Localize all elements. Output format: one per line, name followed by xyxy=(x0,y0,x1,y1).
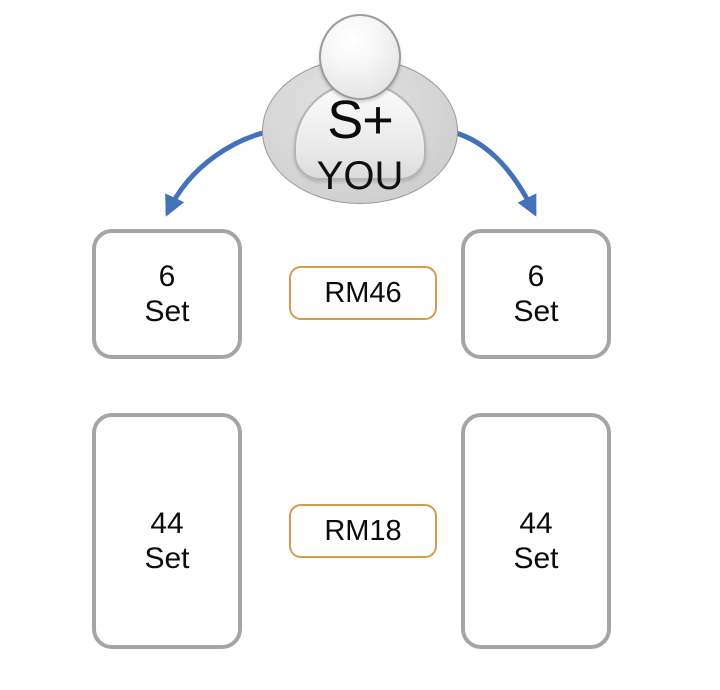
set-box-content: 44 Set xyxy=(513,506,558,577)
avatar-initials: S+ xyxy=(327,90,394,150)
set-box-unit: Set xyxy=(513,295,559,328)
set-box-top-left: 6 Set xyxy=(92,229,242,359)
avatar-label: YOU xyxy=(316,154,404,198)
avatar-head-icon xyxy=(319,14,401,100)
set-box-unit: Set xyxy=(513,542,559,575)
set-box-unit: Set xyxy=(144,295,190,328)
set-box-bottom-right: 44 Set xyxy=(461,413,611,649)
set-box-quantity: 6 xyxy=(158,259,176,293)
set-box-content: 44 Set xyxy=(144,506,189,577)
set-box-quantity: 6 xyxy=(527,259,545,293)
set-box-quantity: 44 xyxy=(150,506,184,540)
set-box-bottom-left: 44 Set xyxy=(92,413,242,649)
price-tag-bottom: RM18 xyxy=(289,504,437,558)
arrow-left-icon xyxy=(165,127,279,217)
set-box-top-right: 6 Set xyxy=(461,229,611,359)
price-tag-top: RM46 xyxy=(289,266,437,320)
set-box-unit: Set xyxy=(144,542,190,575)
avatar: S+ YOU xyxy=(262,14,458,204)
set-box-quantity: 44 xyxy=(519,506,553,540)
